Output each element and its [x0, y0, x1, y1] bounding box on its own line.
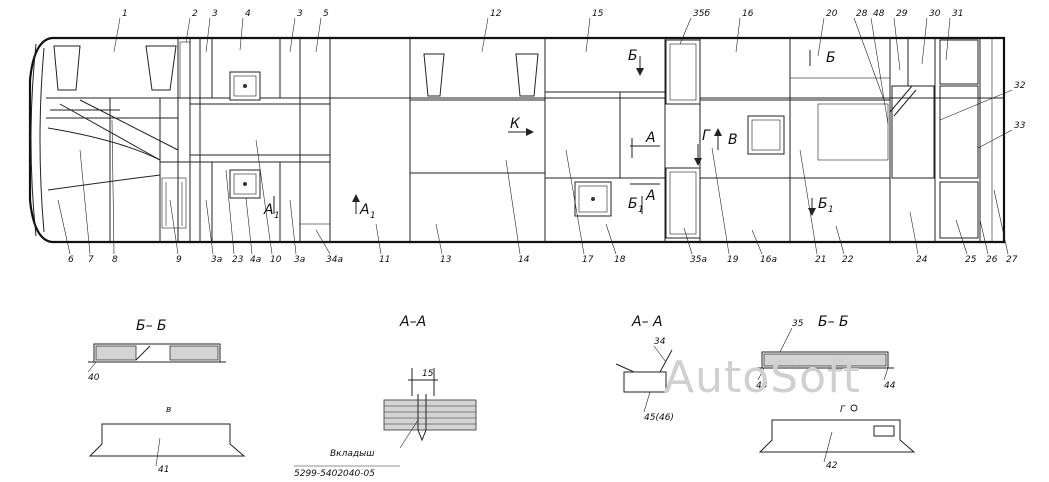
callout-13: 13: [440, 255, 452, 265]
callout-8: 8: [112, 255, 118, 265]
mark-a-upper: А: [645, 130, 656, 146]
mark-a1-left: А: [263, 202, 274, 218]
callout-22: 22: [842, 255, 854, 265]
callout-4a: 4a: [250, 255, 261, 265]
insert-label: Вкладыш: [330, 449, 374, 459]
section-bb: Б– Б 40: [87, 318, 226, 383]
mark-a1-left-sub: 1: [274, 211, 280, 221]
callout-3: 3: [212, 9, 218, 19]
section-bb-title: Б– Б: [136, 318, 167, 334]
callout-35: 35: [792, 319, 804, 329]
callout-43: 43: [756, 381, 768, 391]
mark-b-upper: Б: [628, 48, 638, 64]
mark-b1-left-sub: 1: [638, 205, 644, 215]
callout-4: 4: [245, 9, 251, 19]
callout-23: 23: [232, 255, 244, 265]
callout-11: 11: [379, 255, 390, 265]
mark-a1-mid: А: [359, 202, 370, 218]
callout-2: 2: [192, 9, 198, 19]
callout-16: 16: [742, 9, 754, 19]
callout-42: 42: [826, 461, 838, 471]
callout-17: 17: [582, 255, 594, 265]
mark-a-lower: А: [645, 188, 656, 204]
callout-9: 9: [176, 255, 182, 265]
section-b1b1: Б– Б 35 43 44: [756, 314, 896, 391]
callout-19: 19: [727, 255, 739, 265]
watermark: AutoSoft: [664, 352, 861, 403]
section-a1a1-title: А– А: [631, 314, 663, 330]
callout-32: 32: [1014, 81, 1026, 91]
callout-31: 31: [952, 9, 963, 19]
callout-20: 20: [826, 9, 838, 19]
callout-3a-b: 3a: [294, 255, 305, 265]
mark-b1-right: Б: [818, 196, 828, 212]
callouts-bottom: 6 7 8 9 3a 23 4a 10 3a 34a 11 13 14 17 1…: [57, 119, 1018, 265]
section-marks: Б Б А А Б 1 Б 1 А 1 А 1 К Г В: [263, 48, 836, 221]
insert-part-number: 5299-5402040-05: [294, 469, 375, 479]
callout-16a: 16a: [760, 255, 777, 265]
callout-5: 5: [323, 9, 329, 19]
callout-12: 12: [490, 9, 502, 19]
callout-26: 26: [986, 255, 998, 265]
callout-7: 7: [88, 255, 94, 265]
callout-3a: 3a: [211, 255, 222, 265]
callout-27: 27: [1006, 255, 1018, 265]
section-aa: А–А 15 Вкладыш 5299-5402040-05: [294, 314, 477, 479]
floor-plan: [28, 36, 1006, 244]
callout-34a: 34a: [326, 255, 343, 265]
callout-29: 29: [896, 9, 908, 19]
callout-34: 34: [654, 337, 666, 347]
callout-44: 44: [884, 381, 896, 391]
callout-30: 30: [929, 9, 941, 19]
callouts-top: 1 2 3 4 3 5 12 15 35б 16 20 28 48 29 30 …: [113, 9, 1026, 149]
view-g: Г 42: [758, 404, 916, 471]
view-v-title: в: [166, 405, 171, 415]
section-b1b1-title: Б– Б: [818, 314, 849, 330]
view-v: в 41: [88, 405, 246, 475]
dim-15: 15: [422, 369, 434, 379]
view-g-title: Г: [840, 405, 846, 415]
callout-18: 18: [614, 255, 626, 265]
callout-28: 28: [856, 9, 868, 19]
callout-21: 21: [815, 255, 826, 265]
callout-15: 15: [592, 9, 604, 19]
mark-v: В: [728, 132, 738, 148]
callout-14: 14: [518, 255, 530, 265]
callout-24: 24: [916, 255, 928, 265]
mark-b-upper-right: Б: [826, 50, 836, 66]
mark-k: К: [510, 116, 521, 132]
mark-b1-left: Б: [628, 196, 638, 212]
callout-48: 48: [873, 9, 885, 19]
section-a1a1: А– А 34 45(46): [615, 314, 674, 423]
callout-1: 1: [122, 9, 128, 19]
callout-35a: 35a: [690, 255, 707, 265]
callout-3b: 3: [297, 9, 303, 19]
mark-b1-right-sub: 1: [828, 205, 834, 215]
callout-45-46: 45(46): [644, 413, 674, 423]
callout-35b: 35б: [693, 9, 710, 19]
callout-25: 25: [965, 255, 977, 265]
callout-41: 41: [158, 465, 169, 475]
callout-6: 6: [68, 255, 74, 265]
mark-a1-mid-sub: 1: [370, 211, 376, 221]
section-aa-title: А–А: [399, 314, 426, 330]
callout-40: 40: [88, 373, 100, 383]
mark-g: Г: [702, 128, 711, 144]
callout-33: 33: [1014, 121, 1026, 131]
callout-10: 10: [270, 255, 282, 265]
